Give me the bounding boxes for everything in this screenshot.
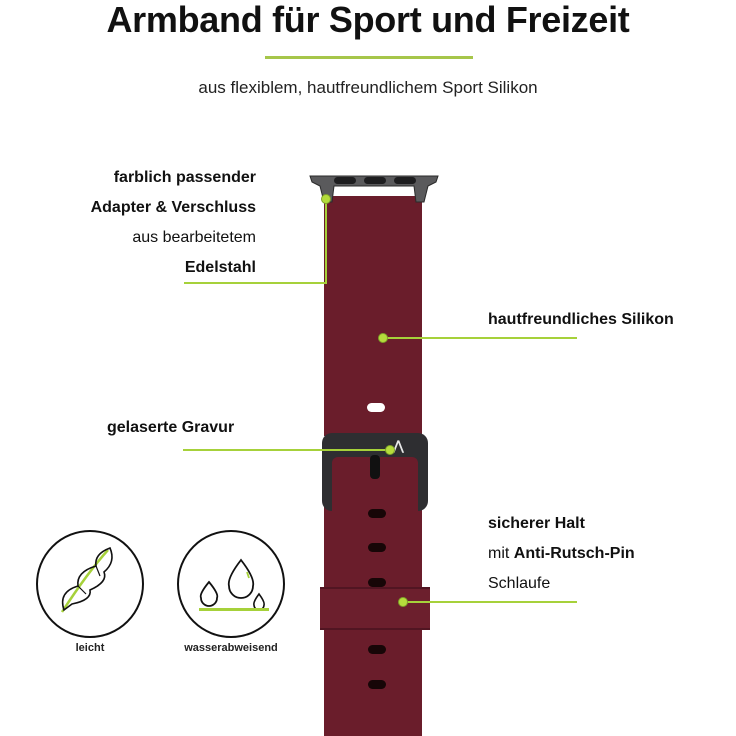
water-drops-icon — [199, 558, 269, 611]
callout-adapter-line2: Adapter & Verschluss — [90, 199, 256, 216]
callout-silikon-dot — [378, 333, 388, 343]
feature-leicht — [36, 530, 144, 638]
callout-adapter-dot — [321, 194, 331, 204]
callout-silikon-line — [383, 337, 577, 339]
callout-halt-line — [403, 601, 577, 603]
feature-leicht-label: leicht — [75, 642, 105, 654]
callout-gravur: gelaserte Gravur — [107, 419, 235, 436]
band-hole — [368, 509, 386, 518]
page-title: Armband für Sport und Freizeit — [106, 0, 630, 40]
callout-adapter-line4: Edelstahl — [184, 259, 256, 276]
callout-adapter-line1: farblich passender — [113, 169, 256, 186]
callout-halt-prefix: mit — [488, 545, 514, 562]
callout-halt-line1: sicherer Halt — [488, 515, 585, 532]
feather-icon — [60, 546, 113, 613]
feature-wasserabweisend — [177, 530, 285, 638]
callout-halt-line3: Schlaufe — [488, 575, 551, 592]
callout-halt: sicherer Halt mit Anti-Rutsch-Pin Schlau… — [488, 509, 635, 599]
callout-gravur-line — [183, 449, 390, 451]
callout-silikon: hautfreundliches Silikon — [488, 311, 674, 328]
buckle-pin — [370, 455, 380, 479]
band-hole — [368, 645, 386, 654]
engraving-logo-icon: ⋀ — [393, 438, 404, 453]
title-divider — [265, 56, 473, 59]
callout-gravur-dot — [385, 445, 395, 455]
adapter-lug-icon — [309, 175, 439, 203]
callout-adapter-line3: aus bearbeitetem — [132, 229, 256, 246]
band-top-hole — [367, 403, 385, 412]
callout-adapter: farblich passender Adapter & Verschluss … — [40, 163, 256, 283]
watch-band-upper — [324, 196, 422, 436]
band-loop — [320, 587, 430, 630]
callout-halt-dot — [398, 597, 408, 607]
callout-adapter-line-v — [325, 199, 327, 284]
feature-wasserabweisend-label: wasserabweisend — [184, 642, 278, 654]
callout-adapter-line-h — [184, 282, 327, 284]
page-subtitle: aus flexiblem, hautfreundlichem Sport Si… — [198, 78, 538, 97]
band-hole — [368, 578, 386, 587]
callout-halt-bold: Anti-Rutsch-Pin — [513, 545, 635, 562]
callout-halt-line2: mit Anti-Rutsch-Pin — [488, 539, 635, 569]
band-hole — [368, 543, 386, 552]
band-hole — [368, 680, 386, 689]
